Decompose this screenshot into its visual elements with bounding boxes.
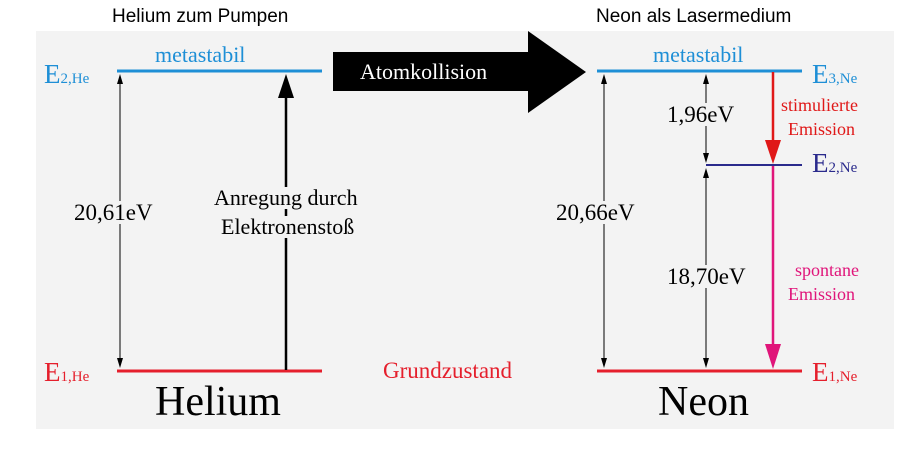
title-helium-pumping: Helium zum Pumpen [112,6,289,27]
pump-arrowhead [278,74,294,98]
neon-middle-level-subscript: 2,Ne [828,160,858,176]
atom-collision-label: Atomkollision [360,59,488,84]
atom-collision-arrow [333,31,586,113]
stimulated-emission-label-line1: stimulierte [781,95,858,115]
helium-ground-level-letter: E [44,357,61,387]
helium-upper-level-label: E2,He [44,61,89,88]
neon-middle-level-label: E2,Ne [812,150,857,177]
neon-lower-gap-label: 18,70eV [665,264,748,289]
neon-lower-gap-arrowhead-top [703,168,709,178]
neon-ground-level-subscript: 1,Ne [828,369,858,385]
diagram-panel [36,31,894,429]
pump-label-line2: Elektronenstoß [219,214,357,239]
pump-label-line1: Anregung durch [212,185,360,210]
neon-total-gap-label: 20,66eV [554,200,637,225]
neon-upper-level-subscript: 3,Ne [828,71,858,87]
neon-upper-gap-label: 1,96eV [665,102,737,127]
helium-atom-name: Helium [155,379,281,425]
neon-lower-gap-arrowhead-bottom [703,358,709,368]
neon-upper-gap-arrowhead-bottom [703,153,709,163]
helium-upper-level-letter: E [44,59,61,89]
helium-energy-gap-label: 20,61eV [72,200,155,225]
neon-metastable-tag: metastabil [653,42,744,67]
neon-ground-level-letter: E [812,357,829,387]
helium-gap-arrowhead-top [117,74,123,84]
neon-upper-level-label: E3,Ne [812,61,857,88]
title-neon-laser-medium: Neon als Lasermedium [596,6,792,27]
helium-upper-level-subscript: 2,He [60,71,90,87]
spontaneous-emission-arrowhead [765,344,781,369]
spontaneous-emission-label-line1: spontane [795,260,859,280]
spontaneous-emission-label-line2: Emission [788,284,856,304]
ground-state-label: Grundzustand [383,358,513,383]
neon-total-gap-arrowhead-top [601,74,607,84]
neon-total-gap-arrowhead-bottom [601,358,607,368]
stimulated-emission-label-line2: Emission [788,119,856,139]
helium-metastable-tag: metastabil [155,42,246,67]
neon-upper-level-letter: E [812,59,829,89]
neon-upper-gap-arrowhead-top [703,74,709,84]
helium-gap-arrowhead-bottom [117,358,123,368]
neon-middle-level-letter: E [812,148,829,178]
helium-ground-level-label: E1,He [44,359,89,386]
neon-ground-level-label: E1,Ne [812,359,857,386]
helium-ground-level-subscript: 1,He [60,369,90,385]
stimulated-emission-arrowhead [765,140,781,164]
neon-atom-name: Neon [658,379,749,425]
